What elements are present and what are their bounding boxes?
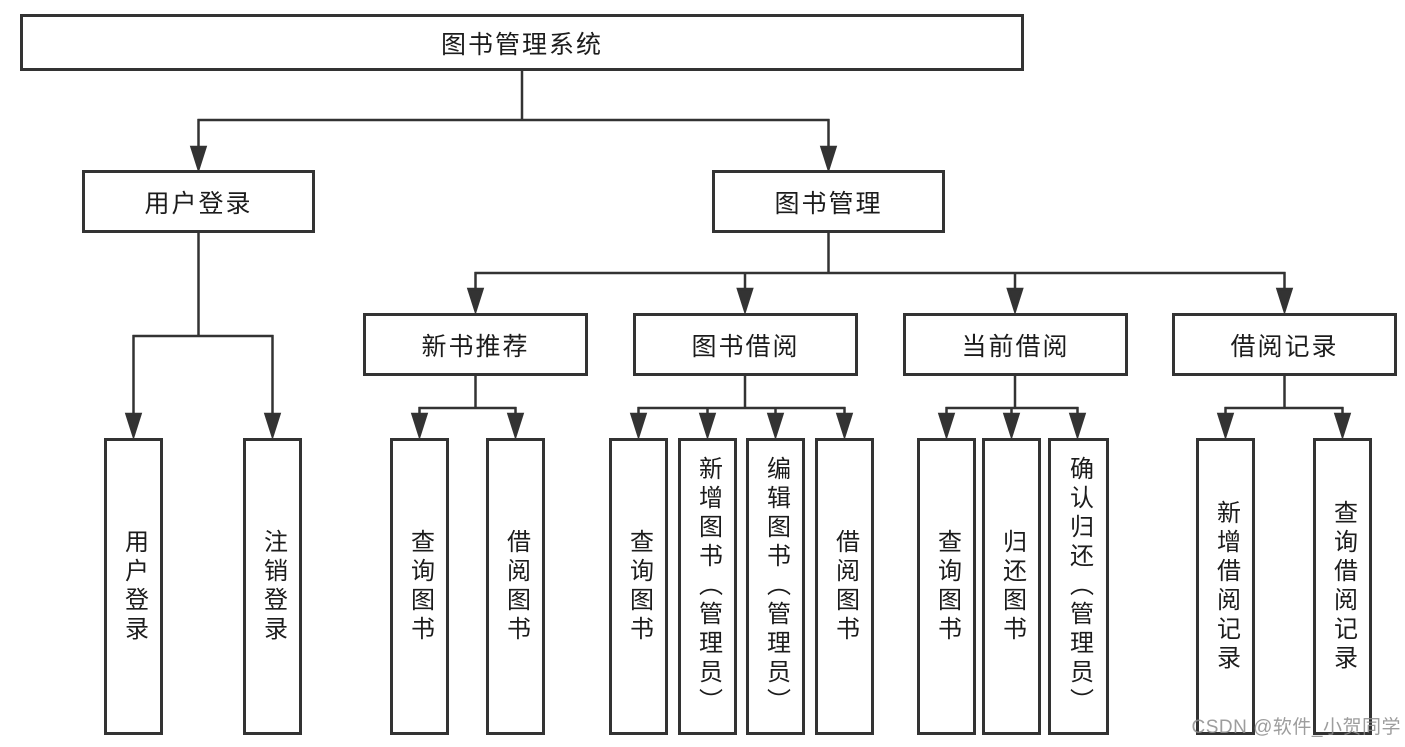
leaf-borrow-books: 借阅图书 xyxy=(815,438,874,735)
connector-book-borrow-to-leaves xyxy=(629,376,854,441)
node-borrow-records: 借阅记录 xyxy=(1172,313,1397,376)
node-book-management: 图书管理 xyxy=(712,170,945,233)
leaf-return-books: 归还图书 xyxy=(982,438,1041,735)
leaf-query-books: 查询图书 xyxy=(390,438,449,735)
connector-root-to-level2 xyxy=(189,71,838,174)
node-current-borrow: 当前借阅 xyxy=(903,313,1128,376)
leaf-query-books: 查询图书 xyxy=(609,438,668,735)
connector-current-borrow-to-leaves xyxy=(937,376,1087,441)
leaf-borrow-books: 借阅图书 xyxy=(486,438,545,735)
leaf-logout: 注销登录 xyxy=(243,438,302,735)
connector-new-book-recommend-to-leaves xyxy=(410,376,525,441)
connector-book-mgmt-to-level3 xyxy=(466,233,1294,316)
csdn-watermark: CSDN @软件_小贺同学 xyxy=(1191,717,1401,738)
node-new-book-recommend: 新书推荐 xyxy=(363,313,588,376)
node-root-system: 图书管理系统 xyxy=(20,14,1024,71)
leaf-edit-books-admin: 编辑图书（管理员） xyxy=(746,438,805,735)
leaf-query-books: 查询图书 xyxy=(917,438,976,735)
node-book-borrow: 图书借阅 xyxy=(633,313,858,376)
leaf-add-books-admin: 新增图书（管理员） xyxy=(678,438,737,735)
leaf-user-login: 用户登录 xyxy=(104,438,163,735)
connector-user-login-to-leaves xyxy=(124,233,282,441)
connector-borrow-records-to-leaves xyxy=(1216,376,1352,441)
leaf-add-borrow-record: 新增借阅记录 xyxy=(1196,438,1255,735)
leaf-query-borrow-record: 查询借阅记录 xyxy=(1313,438,1372,735)
node-user-login: 用户登录 xyxy=(82,170,315,233)
leaf-confirm-return-admin: 确认归还（管理员） xyxy=(1048,438,1109,735)
